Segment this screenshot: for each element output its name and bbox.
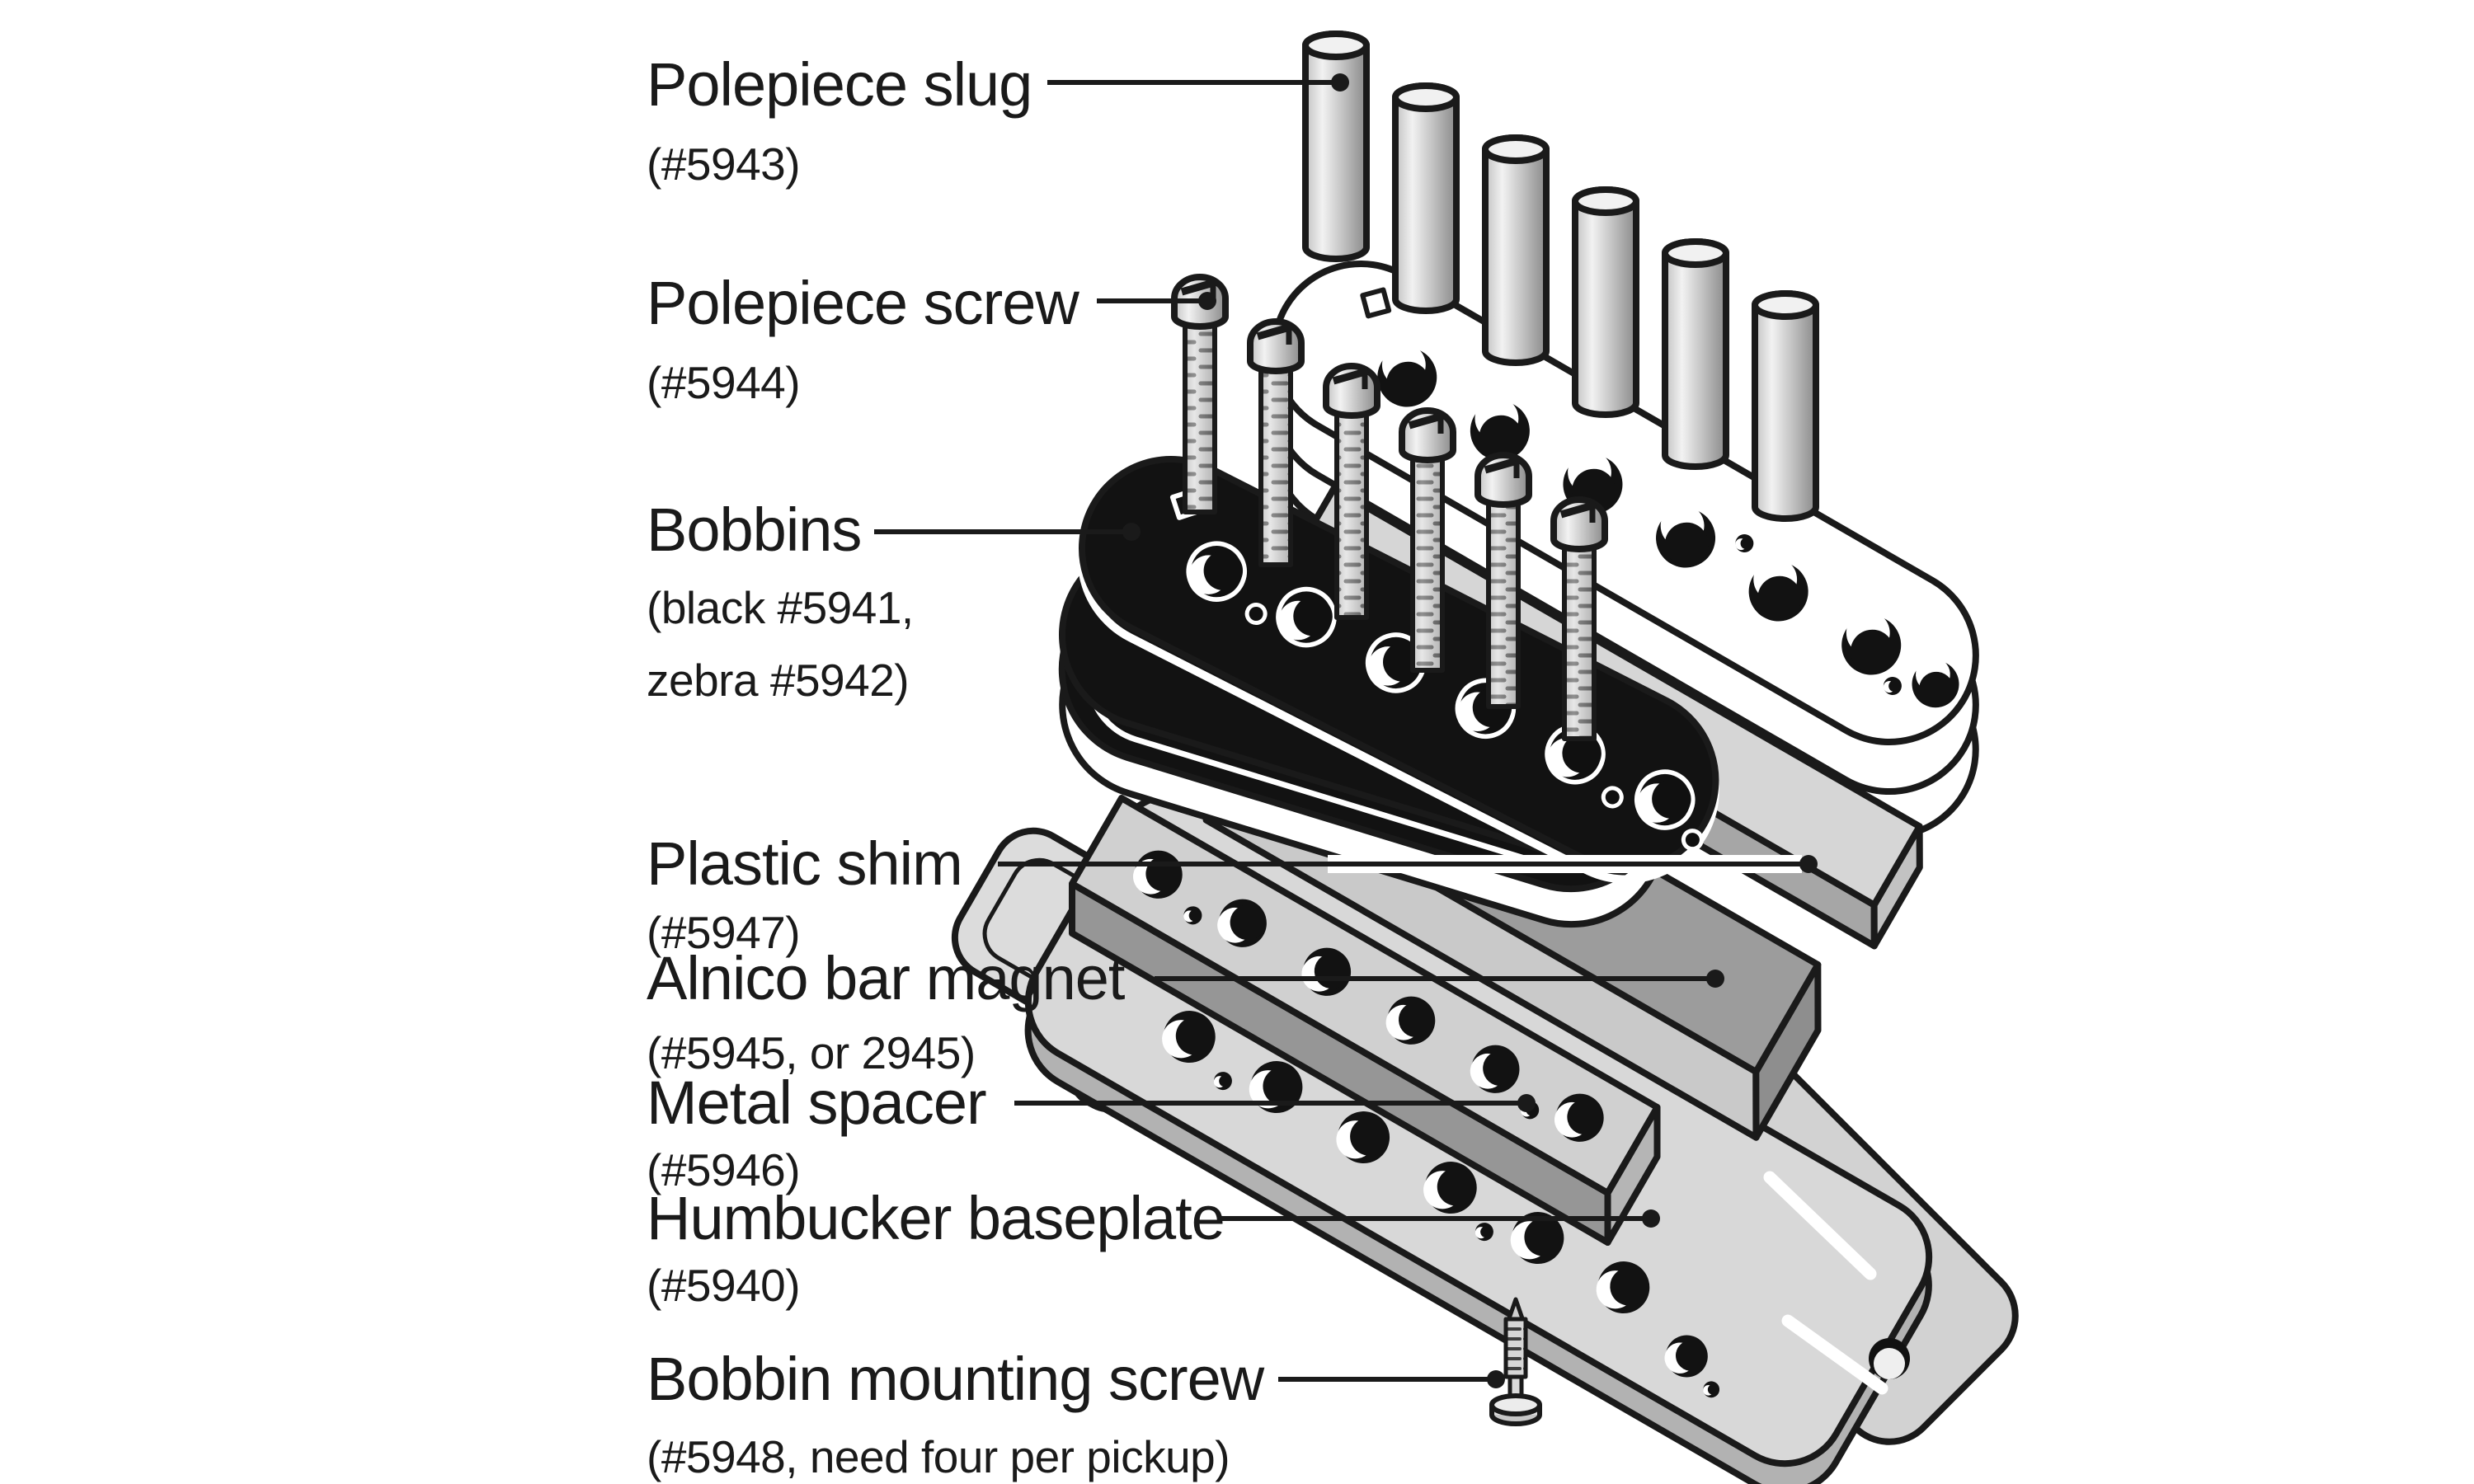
polepiece-screws-group (1171, 274, 1608, 741)
labels-group: Polepiece slug (#5943) Polepiece screw (… (647, 50, 1266, 1482)
bobbin-mounting-screw-illustration (1489, 1297, 1542, 1426)
leader-lines-group (874, 73, 1818, 1388)
leader-alnico-bar-magnet (1155, 970, 1724, 988)
leader-plastic-shim (998, 855, 1818, 873)
label-alnico-bar-magnet-part: (#5945, or 2945) (647, 1027, 976, 1078)
leader-humbucker-baseplate (1221, 1209, 1660, 1228)
label-plastic-shim-part: (#5947) (647, 907, 800, 958)
label-metal-spacer: Metal spacer (647, 1068, 986, 1137)
polepiece-slugs-group (1302, 31, 1819, 522)
label-polepiece-screw: Polepiece screw (647, 269, 1079, 337)
metal-spacer-bar (1068, 795, 1661, 1246)
leader-bobbin-mounting-screw (1278, 1370, 1505, 1388)
label-polepiece-slug: Polepiece slug (647, 50, 1032, 119)
label-bobbin-mounting-screw: Bobbin mounting screw (647, 1345, 1265, 1413)
baseplate-leg-hole (1869, 1338, 1910, 1379)
polepiece-slug-cylinder (1392, 82, 1460, 314)
label-metal-spacer-part: (#5946) (647, 1144, 800, 1195)
polepiece-slug-cylinder (1302, 31, 1370, 262)
polepiece-screw-item (1247, 318, 1305, 567)
polepiece-slug-cylinder (1482, 134, 1550, 366)
metal-spacer-top-face (1069, 795, 1661, 1196)
label-bobbin-mounting-screw-part: (#5948, need four per pickup) (647, 1431, 1230, 1482)
label-polepiece-screw-part: (#5944) (647, 357, 800, 408)
leader-bobbins (874, 523, 1141, 541)
label-polepiece-slug-part: (#5943) (647, 139, 800, 190)
leader-metal-spacer (1014, 1094, 1536, 1112)
leader-polepiece-screw (1097, 292, 1216, 310)
label-humbucker-baseplate: Humbucker baseplate (647, 1184, 1225, 1252)
bobbin-diamond-mark (1360, 287, 1392, 319)
polepiece-screw-item (1550, 496, 1608, 741)
polepiece-screw-item (1475, 452, 1532, 709)
label-bobbins: Bobbins (647, 495, 861, 564)
polepiece-screw-item (1323, 363, 1380, 620)
baseplate-shine-line (1763, 1171, 1877, 1280)
leader-polepiece-slug (1047, 73, 1349, 92)
baseplate-shine-line (1781, 1314, 1888, 1395)
polepiece-slug-cylinder (1572, 186, 1639, 418)
label-humbucker-baseplate-part: (#5940) (647, 1260, 800, 1311)
label-plastic-shim: Plastic shim (647, 829, 962, 898)
polepiece-slug-cylinder (1752, 290, 1819, 522)
label-bobbins-part2: zebra #5942) (647, 655, 909, 706)
label-bobbins-part: (black #5941, (647, 582, 914, 633)
polepiece-slug-cylinder (1662, 238, 1729, 470)
label-alnico-bar-magnet: Alnico bar magnet (647, 944, 1126, 1012)
polepiece-screw-item (1399, 407, 1456, 673)
